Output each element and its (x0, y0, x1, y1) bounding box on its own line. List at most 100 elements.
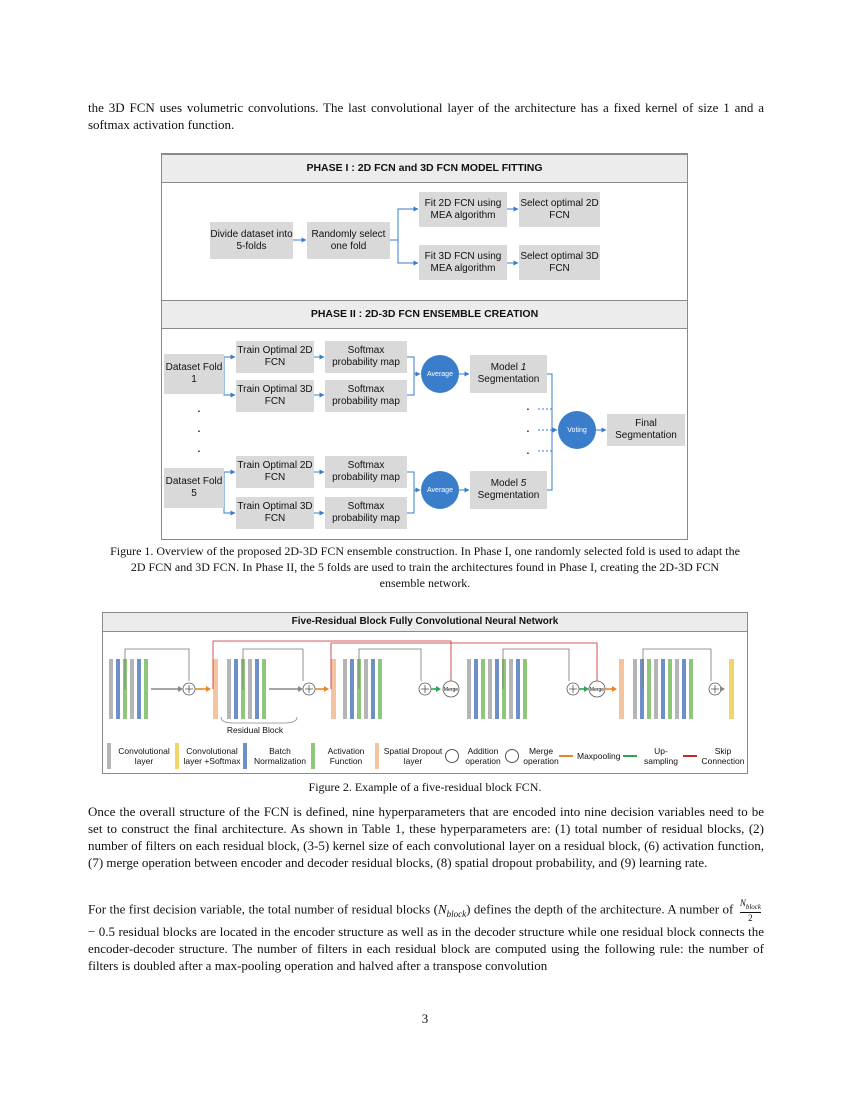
figure-1: PHASE I : 2D FCN and 3D FCN MODEL FITTIN… (161, 153, 688, 540)
figure-2-caption: Figure 2. Example of a five-residual blo… (308, 780, 542, 794)
batch-norm-bar (137, 659, 141, 719)
conv-layer-bar (109, 659, 113, 719)
conv-layer-bar (467, 659, 471, 719)
final-segmentation-box: Final Segmentation (607, 414, 685, 446)
train-2d-box-1: Train Optimal 2D FCN (236, 341, 314, 373)
merge-op-label: Merge (590, 687, 604, 693)
activation-bar (647, 659, 651, 719)
residual-connection (502, 648, 570, 689)
divide-dataset-box: Divide dataset into 5-folds (210, 222, 293, 259)
ellipsis-dot: . (197, 399, 201, 415)
conv-layer-bar (488, 659, 492, 719)
legend-label: Convolutional layer (118, 746, 170, 766)
residual-connection (242, 648, 304, 689)
conv-layer-bar (227, 659, 231, 719)
ellipsis-dot: . (526, 441, 530, 457)
random-fold-box: Randomly select one fold (307, 222, 390, 259)
legend-item: Skip Connection (683, 741, 745, 771)
average-circle-5: Average (421, 471, 459, 509)
fit-3d-box: Fit 3D FCN using MEA algorithm (419, 245, 507, 280)
average-circle-1: Average (421, 355, 459, 393)
maxpool-arrow-head (206, 686, 211, 692)
spatial-dropout-bar (331, 659, 336, 719)
dataset-fold-1-box: Dataset Fold 1 (164, 354, 224, 394)
legend-swatch (243, 743, 247, 769)
legend-label: Maxpooling (577, 751, 621, 761)
softmax-box-5a: Softmax probability map (325, 456, 407, 488)
figure-1-caption: Figure 1. Overview of the proposed 2D-3D… (110, 544, 740, 590)
legend-item: Convolutional layer (107, 741, 173, 771)
conv-layer-bar (343, 659, 347, 719)
flow-arrow-head (298, 686, 303, 692)
residual-block-brace (220, 716, 298, 724)
batch-norm-bar (234, 659, 238, 719)
flow-arrow-head (720, 686, 725, 692)
residual-connection (358, 648, 422, 689)
intro-paragraph: the 3D FCN uses volumetric convolutions.… (88, 100, 764, 132)
legend-item: Addition operation (445, 741, 503, 771)
merge-op-label: Merge (444, 687, 458, 693)
paragraph-hyperparameters: Once the overall structure of the FCN is… (88, 804, 764, 870)
legend-label: Merge operation (523, 746, 559, 766)
legend-label: Addition operation (465, 746, 501, 766)
flow-arrow-head (178, 686, 183, 692)
upsample-arrow-head (436, 686, 441, 692)
spatial-dropout-bar (619, 659, 624, 719)
softmax-box-5b: Softmax probability map (325, 497, 407, 529)
batch-norm-bar (516, 659, 520, 719)
addition-icon (445, 749, 459, 763)
figure-2: Five-Residual Block Fully Convolutional … (102, 612, 748, 774)
ellipsis-dot: . (197, 419, 201, 435)
softmax-box-1b: Softmax probability map (325, 380, 407, 412)
batch-norm-bar (640, 659, 644, 719)
select-3d-box: Select optimal 3D FCN (519, 245, 600, 280)
train-3d-box-5: Train Optimal 3D FCN (236, 497, 314, 529)
phase-1-title: PHASE I : 2D FCN and 3D FCN MODEL FITTIN… (162, 154, 687, 183)
legend-item: Activation Function (311, 741, 373, 771)
activation-bar (481, 659, 485, 719)
ellipsis-dot: . (197, 439, 201, 455)
batch-norm-bar (371, 659, 375, 719)
fcn-architecture-diagram: Merge Merge (109, 640, 734, 724)
legend-item: Up-sampling (623, 741, 681, 771)
merge-icon (505, 749, 519, 763)
conv-layer-bar (130, 659, 134, 719)
conv-layer-bar (364, 659, 368, 719)
legend-arrow-icon (683, 755, 697, 757)
skip-connection (212, 640, 452, 689)
softmax-conv-bar (729, 659, 734, 719)
flow-arrow-head (612, 686, 617, 692)
legend-label: Batch Normalization (254, 746, 306, 766)
activation-bar (378, 659, 382, 719)
legend-swatch (175, 743, 179, 769)
batch-norm-bar (255, 659, 259, 719)
fit-2d-box: Fit 2D FCN using MEA algorithm (419, 192, 507, 227)
conv-layer-bar (633, 659, 637, 719)
legend-item: Maxpooling (559, 741, 621, 771)
batch-norm-bar (350, 659, 354, 719)
legend-item: Batch Normalization (243, 741, 309, 771)
fraction: Nblock 2 (739, 898, 762, 923)
legend-swatch (311, 743, 315, 769)
legend-label: Convolutional layer +Softmax (183, 746, 241, 766)
legend-item: Convolutional layer +Softmax (175, 741, 241, 771)
softmax-box-1a: Softmax probability map (325, 341, 407, 373)
spatial-dropout-bar (213, 659, 218, 719)
legend-item: Spatial Dropout layer (375, 741, 443, 771)
train-3d-box-1: Train Optimal 3D FCN (236, 380, 314, 412)
select-2d-box: Select optimal 2D FCN (519, 192, 600, 227)
page-number: 3 (421, 1011, 429, 1026)
legend-arrow-icon (623, 755, 637, 757)
legend-item: Merge operation (505, 741, 559, 771)
legend-arrow-icon (559, 755, 573, 757)
maxpool-arrow-head (324, 686, 329, 692)
figure-2-title: Five-Residual Block Fully Convolutional … (103, 613, 747, 632)
legend-label: Up-sampling (643, 746, 679, 766)
batch-norm-bar (661, 659, 665, 719)
batch-norm-bar (474, 659, 478, 719)
conv-layer-bar (675, 659, 679, 719)
train-2d-box-5: Train Optimal 2D FCN (236, 456, 314, 488)
residual-connection (124, 648, 190, 689)
